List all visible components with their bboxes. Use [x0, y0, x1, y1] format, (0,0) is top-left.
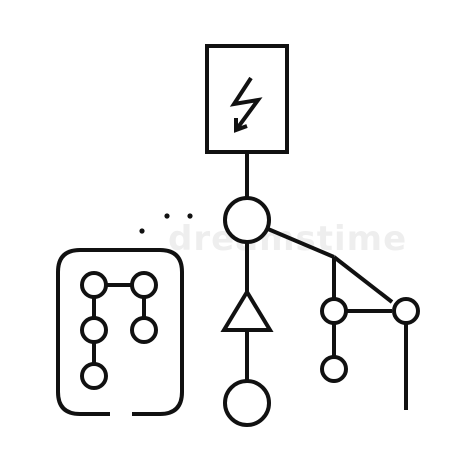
- panel-node: [80, 271, 108, 299]
- diagonal-wire: [332, 255, 394, 304]
- ground-node: [223, 379, 271, 427]
- branch-node-bottom: [320, 355, 348, 383]
- panel-node: [130, 271, 158, 299]
- power-source-box: [205, 44, 289, 154]
- circuit-board-icon: [56, 248, 184, 416]
- panel-node: [80, 362, 108, 390]
- control-panel-frame: [56, 248, 184, 416]
- power-source-frame: [205, 44, 289, 154]
- amplifier-triangle: [220, 288, 274, 332]
- branch-wire: [267, 227, 335, 259]
- lightning-bolt-icon: [229, 76, 263, 133]
- branch-node-left: [320, 297, 348, 325]
- main-junction-node: [223, 196, 271, 244]
- dotted-link: [139, 213, 193, 234]
- panel-node: [80, 316, 108, 344]
- panel-node: [130, 316, 158, 344]
- branch-node-right: [392, 297, 420, 325]
